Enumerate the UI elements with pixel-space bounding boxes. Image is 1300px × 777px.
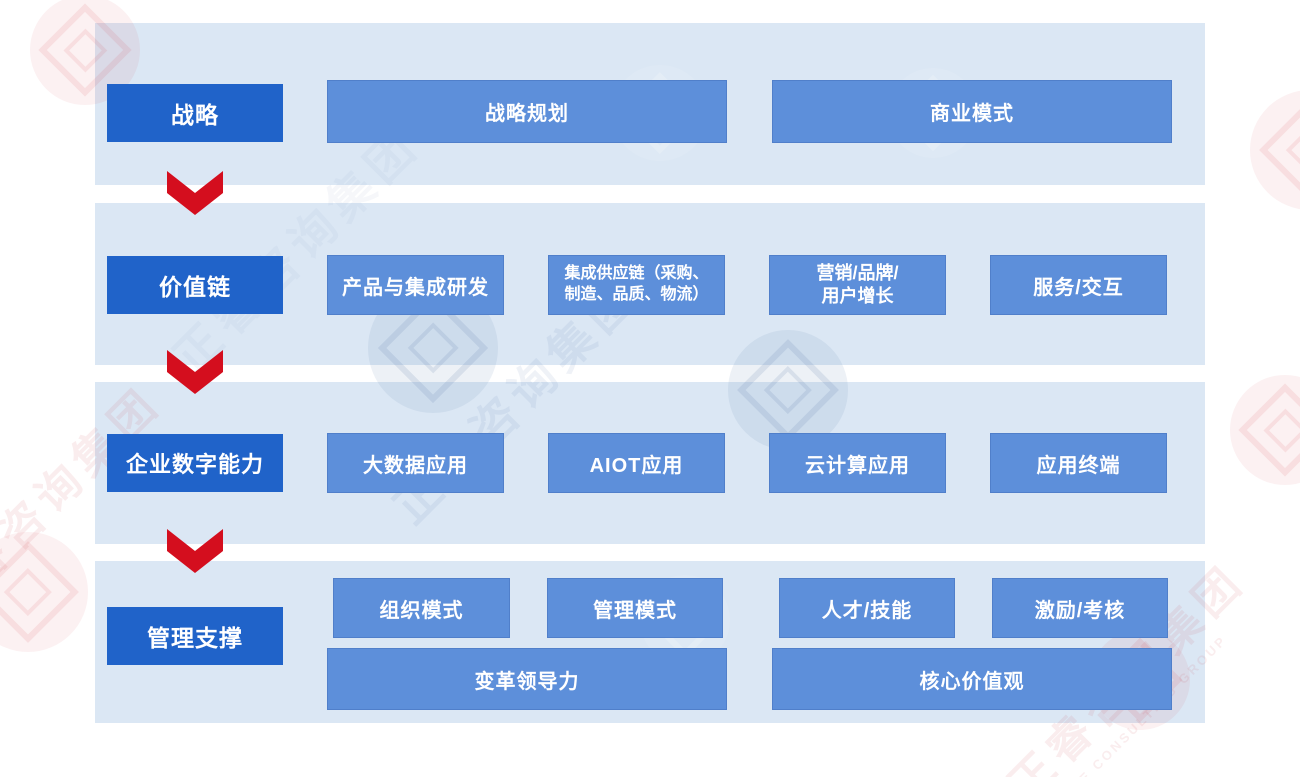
row-label-management-support: 管理支撑: [107, 607, 283, 665]
box-application-terminal: 应用终端: [990, 433, 1167, 493]
watermark-logo: [728, 330, 848, 450]
row-label-strategy: 战略: [107, 84, 283, 142]
marketing-line-2: 用户增长: [821, 286, 894, 306]
box-cloud-computing: 云计算应用: [769, 433, 946, 493]
down-arrow-icon: [167, 529, 223, 573]
row-label-value-chain: 价值链: [107, 256, 283, 314]
box-core-values: 核心价值观: [772, 648, 1172, 710]
watermark-logo: [1230, 375, 1300, 485]
box-marketing-brand-growth: 营销/品牌/ 用户增长: [769, 255, 946, 315]
down-arrow-icon: [167, 171, 223, 215]
box-aiot: AIOT应用: [548, 433, 725, 493]
box-strategic-planning: 战略规划: [327, 80, 727, 143]
watermark-logo: [1250, 90, 1300, 210]
box-talent-skills: 人才/技能: [779, 578, 955, 638]
supply-chain-line-2: 制造、品质、物流）: [564, 286, 709, 303]
supply-chain-line-1: 集成供应链（采购、: [564, 265, 709, 283]
marketing-line-1: 营销/品牌/: [816, 262, 899, 283]
down-arrow-icon: [167, 350, 223, 394]
box-change-leadership: 变革领导力: [327, 648, 727, 710]
box-incentive-assessment: 激励/考核: [992, 578, 1168, 638]
box-management-model: 管理模式: [547, 578, 723, 638]
box-organization-model: 组织模式: [333, 578, 510, 638]
box-big-data: 大数据应用: [327, 433, 504, 493]
box-service-interaction: 服务/交互: [990, 255, 1167, 315]
box-integrated-supply-chain: 集成供应链（采购、 制造、品质、物流）: [548, 255, 725, 315]
box-business-model: 商业模式: [772, 80, 1172, 143]
row-label-digital-capability: 企业数字能力: [107, 434, 283, 492]
box-product-integrated-rd: 产品与集成研发: [327, 255, 504, 315]
